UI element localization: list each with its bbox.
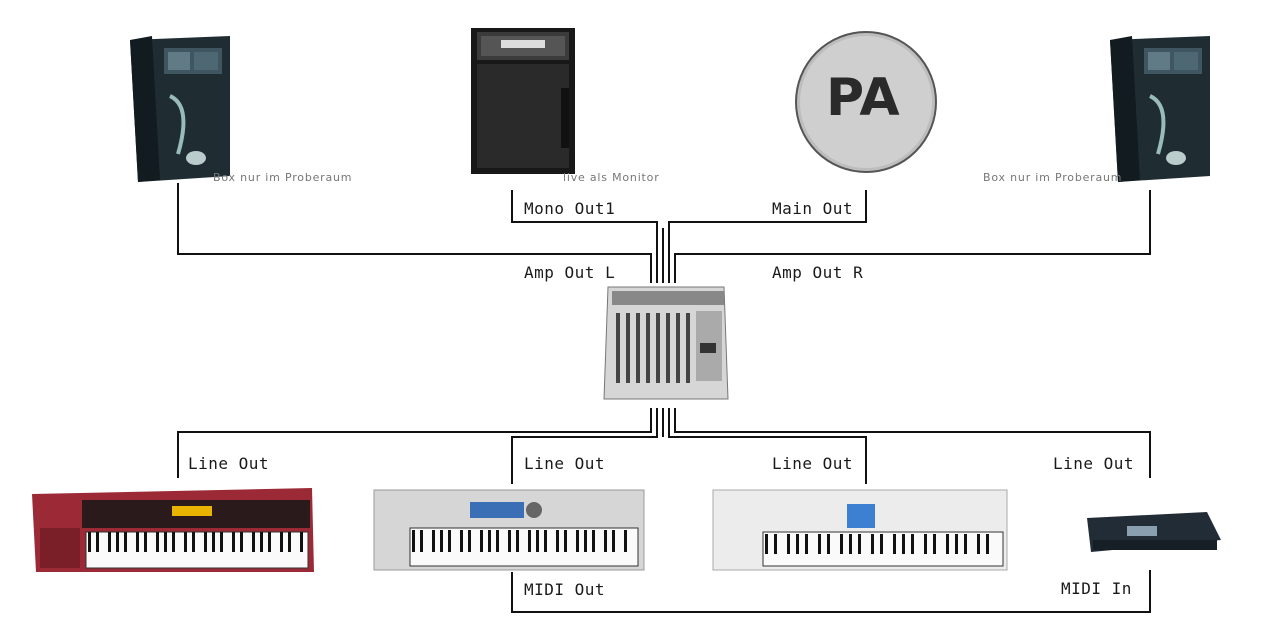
wire-amp-out-l	[177, 183, 652, 283]
keyboard-3	[712, 489, 1008, 571]
monitor-amp	[471, 28, 575, 174]
label-line-out-3: Line Out	[772, 454, 854, 473]
wire-midi	[511, 570, 1151, 613]
keyboard-1	[32, 488, 314, 572]
label-amp-out-l: Amp Out L	[524, 263, 616, 282]
wire-amp-out-r	[674, 190, 1151, 283]
label-line-out-1: Line Out	[188, 454, 270, 473]
mixer	[603, 286, 729, 400]
label-mono-out: Mono Out1	[524, 199, 616, 218]
label-midi-in: MIDI In	[1061, 579, 1132, 598]
wire-line-out-1	[177, 408, 652, 478]
wiring	[177, 183, 1151, 613]
wire-line-out-2	[511, 408, 658, 484]
caption-speaker-left: Box nur im Proberaum	[213, 171, 353, 184]
caption-speaker-right: Box nur im Proberaum	[983, 171, 1123, 184]
key-patterns	[88, 530, 989, 554]
wire-main-out	[668, 190, 867, 283]
caption-monitor-amp: live als Monitor	[563, 171, 660, 184]
label-line-out-4: Line Out	[1053, 454, 1135, 473]
label-midi-out: MIDI Out	[524, 580, 606, 599]
label-line-out-2: Line Out	[524, 454, 606, 473]
speaker-right	[1110, 36, 1210, 182]
pa-label: PA	[826, 68, 900, 128]
wire-line-out-4	[674, 408, 1151, 478]
label-amp-out-r: Amp Out R	[772, 263, 864, 282]
midi-expander	[1087, 512, 1221, 552]
speaker-left	[130, 36, 230, 182]
wire-mono-out	[511, 190, 658, 283]
label-main-out: Main Out	[772, 199, 854, 218]
pa-disc	[795, 31, 937, 173]
wire-line-out-3	[668, 408, 867, 484]
